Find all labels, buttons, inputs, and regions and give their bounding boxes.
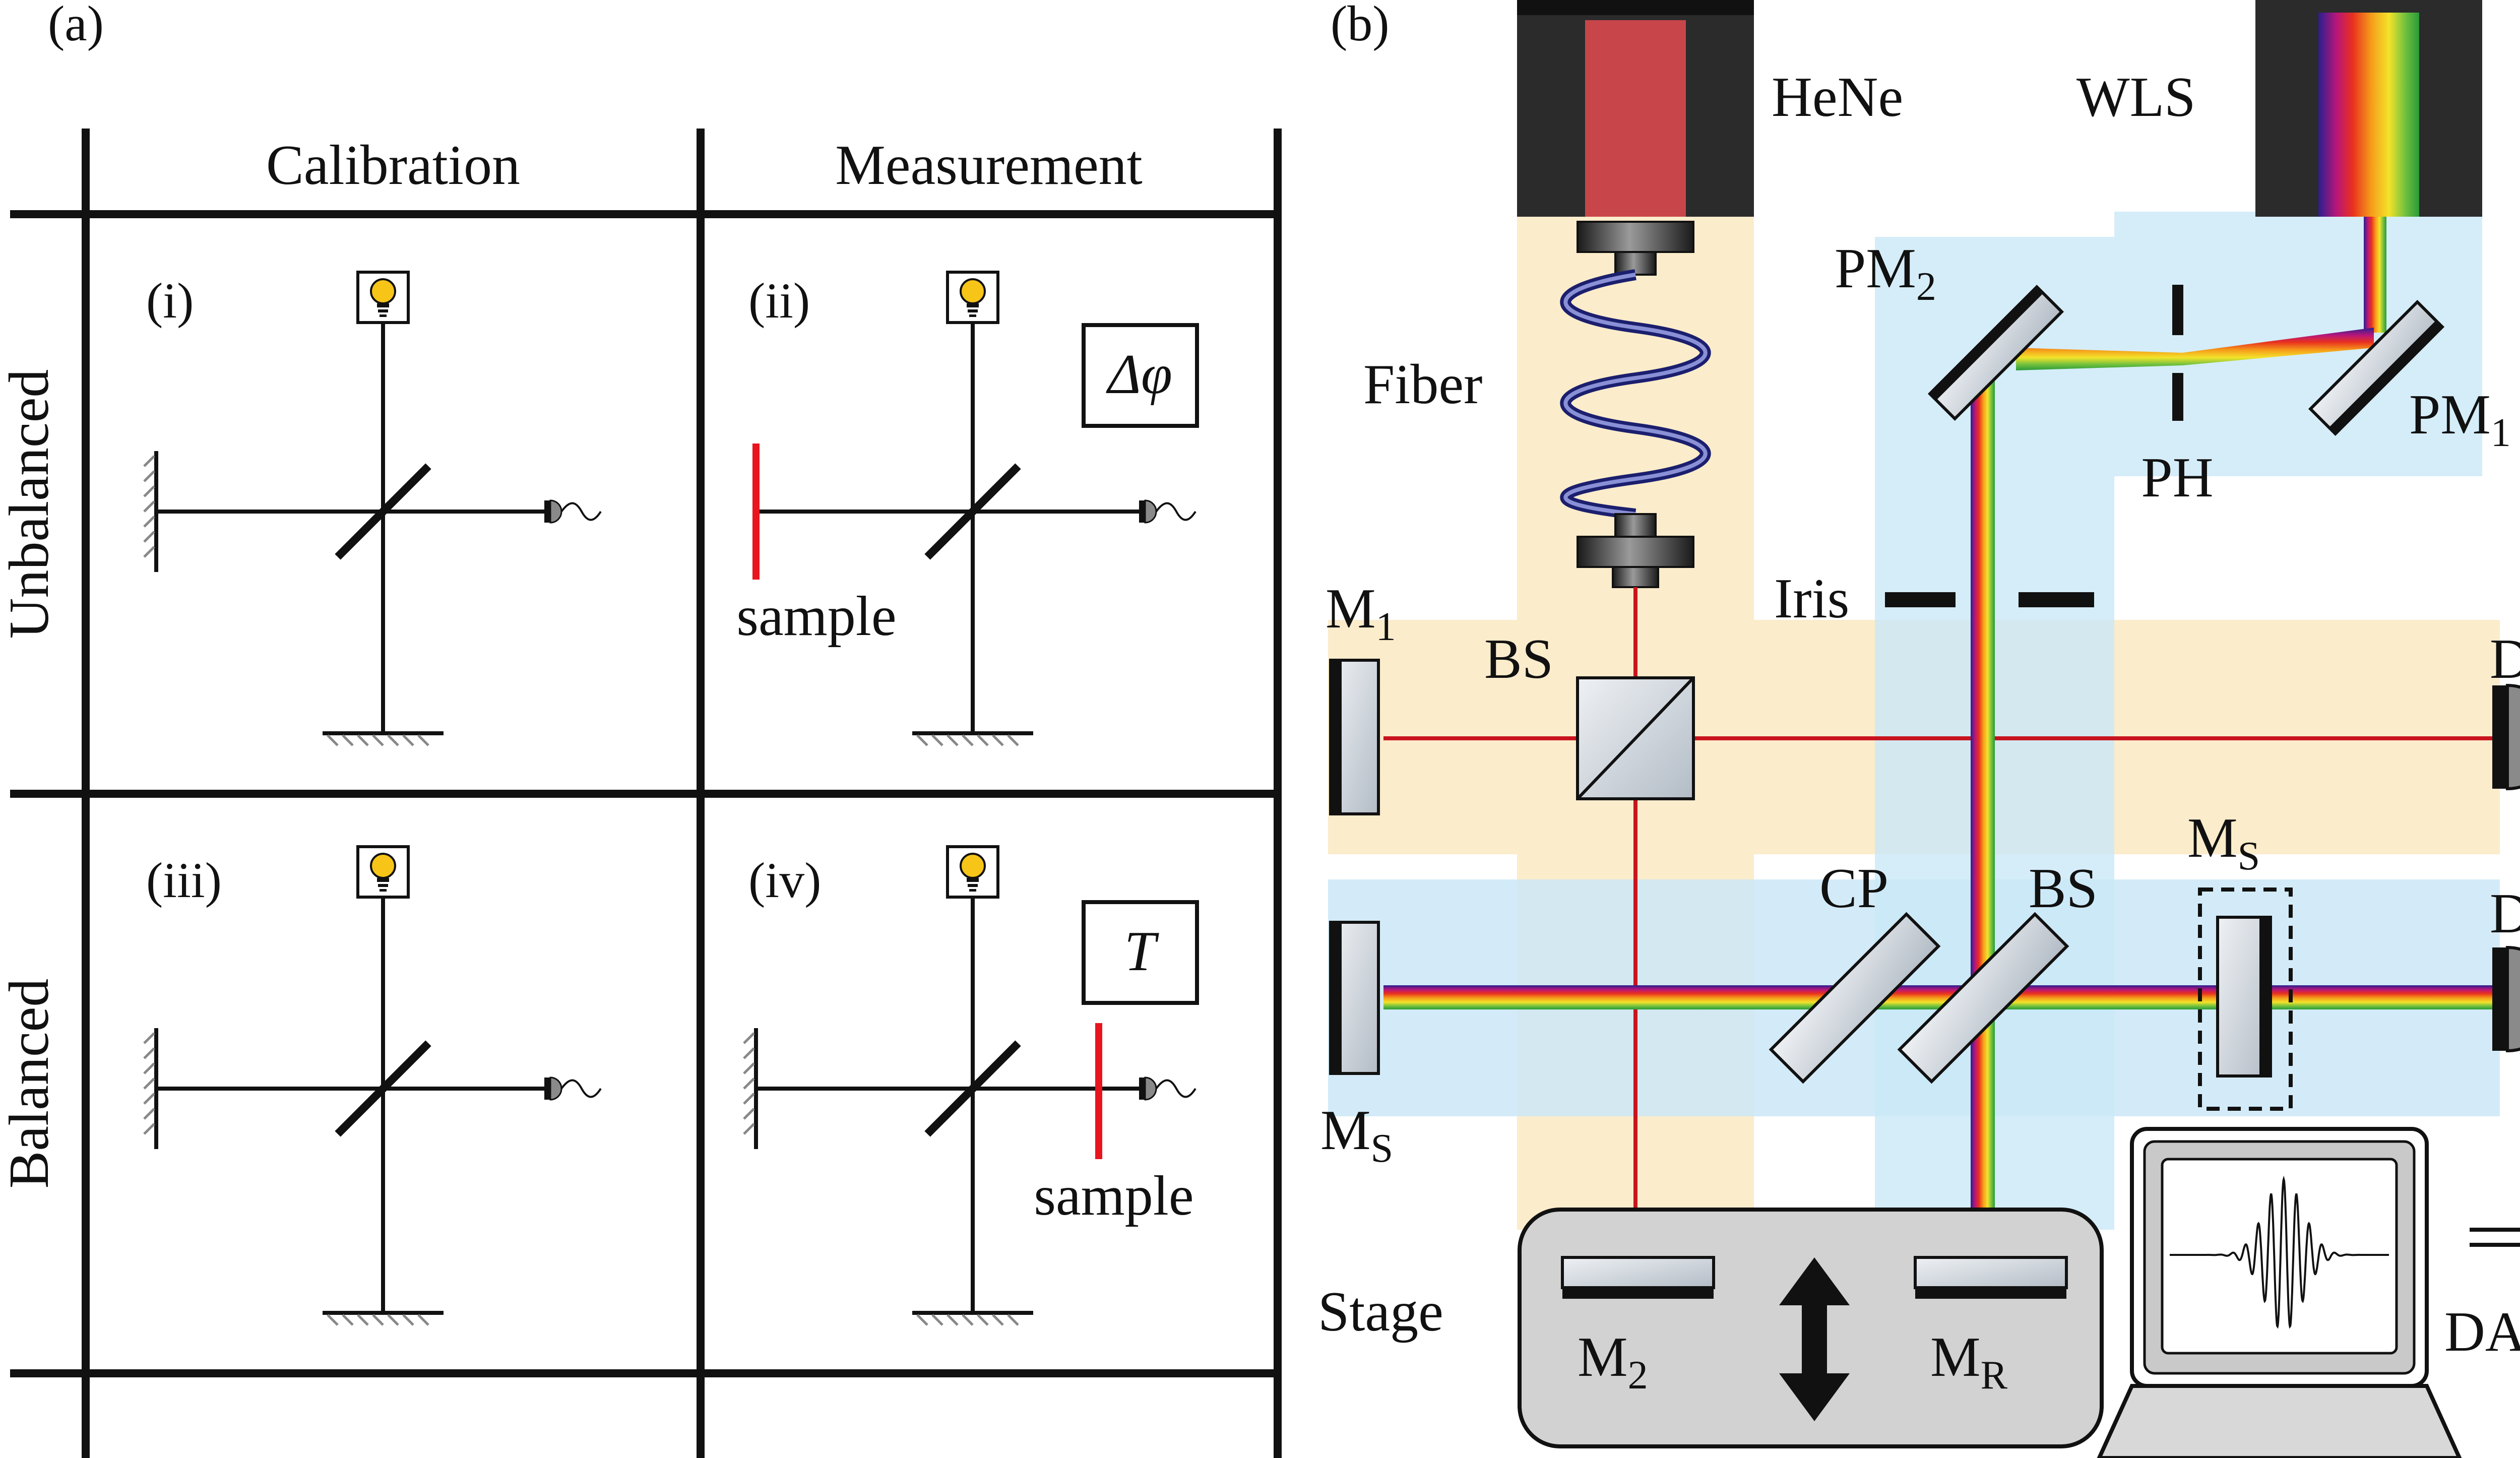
m1-label: M1 (1326, 578, 1396, 649)
dac-screen (2161, 1158, 2398, 1355)
phase-box (1082, 323, 1199, 428)
d2-label: D2 (2490, 882, 2520, 954)
transmission-box (1082, 900, 1199, 1005)
wls-label: WLS (2076, 66, 2195, 129)
light-source-icon (948, 847, 998, 897)
row-header-balanced: Balanced (0, 979, 60, 1189)
parabolic-mirror-2: PM2 (1835, 237, 2064, 421)
pm1-label: PM1 (2409, 384, 2511, 455)
beam-splitter (335, 463, 431, 560)
cell-label-i: (i) (146, 273, 194, 329)
translation-stage: Stage M2 MR (1318, 1208, 2104, 1448)
pinhole-label: PH (2141, 447, 2213, 509)
cell-ii-measurement-unbalanced: (ii) Δφ sample (736, 272, 1199, 745)
cp-label: CP (1819, 857, 1888, 920)
beam-splitter (924, 1040, 1021, 1137)
d1-label: D1 (2490, 628, 2520, 700)
detector-d1: D1 (2490, 628, 2520, 791)
hene-laser: HeNe (1517, 0, 1903, 217)
dac-computer: DAC (2097, 1127, 2520, 1458)
bottom-mirror (912, 733, 1033, 745)
stage-label: Stage (1318, 1281, 1443, 1343)
white-light-source: WLS (2076, 0, 2482, 217)
mirror-ms-left: MS (1320, 921, 1393, 1171)
light-source-icon (358, 847, 408, 897)
compensating-plate: CP (1769, 857, 1941, 1084)
wls-vertical-beam (1971, 370, 1995, 1270)
hene-label: HeNe (1772, 66, 1903, 129)
detector-icon (543, 499, 602, 524)
m2-label: M2 (1578, 1326, 1648, 1398)
panel-a: (a) Calibration Measurement Unbalanced B… (0, 0, 1282, 1458)
iris-label: Iris (1774, 567, 1849, 630)
sample-label: sample (736, 585, 896, 648)
cell-label-iv: (iv) (748, 852, 821, 908)
panel-b-label: (b) (1331, 0, 1390, 51)
cell-label-ii: (ii) (748, 273, 810, 329)
beam-splitter (335, 1040, 431, 1137)
cell-label-iii: (iii) (146, 852, 222, 908)
hene-core (1585, 20, 1686, 217)
sample-label: sample (1034, 1165, 1193, 1227)
beam-splitter-cube: BS (1484, 628, 1695, 800)
light-source-icon (948, 272, 998, 323)
wls-spectrum (2318, 13, 2419, 217)
panel-a-label: (a) (48, 0, 104, 51)
bottom-mirror (323, 733, 444, 745)
reference-mirror (144, 1028, 156, 1149)
fiber-label: Fiber (1363, 353, 1482, 416)
phase-box-label: Δφ (1106, 343, 1172, 406)
detector-icon (543, 1076, 602, 1101)
mr-label: MR (1930, 1326, 2008, 1398)
mirror-ms-right: MS (2187, 807, 2293, 1111)
dac-keyboard (2097, 1384, 2462, 1458)
pinhole: PH (2141, 285, 2214, 509)
beam-splitter-plate: BS (1897, 857, 2098, 1084)
beam-regions (1328, 202, 2500, 1230)
pm2-label: PM2 (1835, 237, 1936, 309)
fiber: Fiber (1363, 221, 1711, 588)
stage-motion-arrow (1779, 1257, 1850, 1421)
dac-label: DAC (2444, 1301, 2520, 1363)
transmission-box-label: T (1124, 920, 1159, 983)
bottom-mirror (323, 1313, 444, 1325)
ms-left-label: MS (1320, 1099, 1393, 1171)
beam-splitter (924, 463, 1021, 560)
iris: Iris (1774, 567, 2094, 630)
light-source-icon (358, 272, 408, 323)
cell-iv-measurement-balanced: (iv) T sample (744, 847, 1199, 1325)
panel-a-grid (10, 129, 1282, 1458)
detector-icon (1138, 1076, 1196, 1101)
row-header-unbalanced: Unbalanced (0, 369, 60, 639)
reference-mirror (744, 1028, 756, 1149)
column-header-calibration: Calibration (266, 134, 520, 197)
column-header-measurement: Measurement (835, 134, 1143, 197)
bs-top-label: BS (1484, 628, 1553, 690)
detector-d2: D2 (2490, 882, 2520, 1053)
bs-bottom-label: BS (2029, 857, 2098, 920)
cell-iii-calibration-balanced: (iii) (144, 847, 602, 1325)
panel-b: (b) HeNe WLS (1318, 0, 2520, 1458)
ms-right-label: MS (2187, 807, 2260, 878)
bottom-mirror (912, 1313, 1033, 1325)
reference-mirror (144, 451, 156, 572)
cell-i-calibration-unbalanced: (i) (144, 272, 602, 745)
parabolic-mirror-1: PM1 (2308, 299, 2511, 455)
mirror-m1: M1 (1326, 578, 1396, 815)
interferogram-trace (2170, 1175, 2389, 1329)
detector-icon (1138, 499, 1196, 524)
